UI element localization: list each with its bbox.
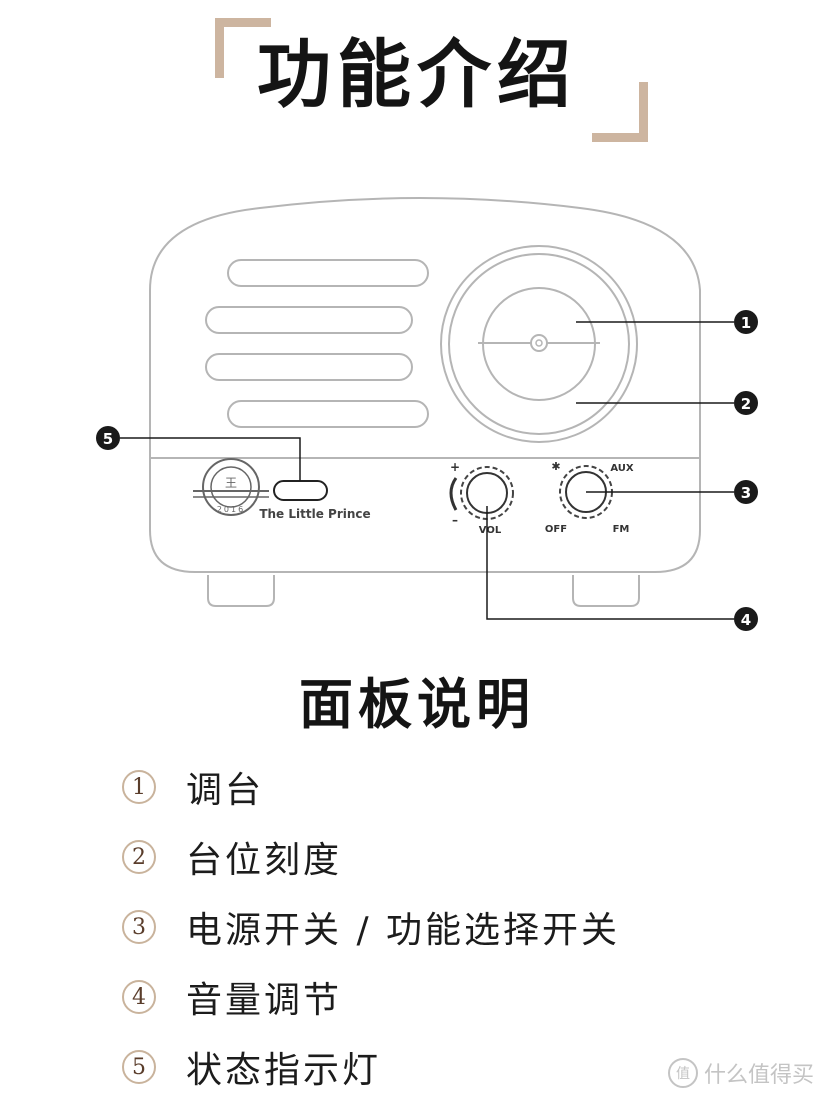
callout-marker-2: 2 — [734, 391, 758, 415]
legend-text: 音量调节 — [186, 980, 343, 1021]
svg-text:4: 4 — [741, 611, 751, 629]
volume-plus: + — [450, 460, 460, 474]
callout-line-4 — [486, 506, 734, 620]
legend-text: 状态指示灯 — [186, 1050, 382, 1091]
status-indicator-light — [273, 480, 328, 501]
logo-year: 2016 — [217, 505, 245, 514]
panel-legend: 1 调台 2 台位刻度 3 电源开关 / 功能选择开关 4 音量调节 5 状态指… — [122, 752, 742, 1102]
legend-number: 2 — [122, 840, 156, 874]
legend-text: 台位刻度 — [186, 840, 343, 881]
grille-slot — [205, 306, 413, 334]
volume-arc — [449, 477, 458, 511]
legend-text: 电源开关 / 功能选择开关 — [186, 910, 621, 951]
radio-foot-left — [207, 575, 275, 607]
svg-text:1: 1 — [741, 314, 751, 332]
brand-label: The Little Prince — [259, 507, 370, 521]
watermark-logo-icon: 值 — [667, 1058, 698, 1088]
volume-label: VOL — [479, 525, 502, 536]
volume-minus: – — [452, 513, 458, 527]
watermark-text: 什么值得买 — [703, 1063, 814, 1088]
legend-number: 3 — [122, 910, 156, 944]
watermark: 值 什么值得买 — [667, 1057, 814, 1089]
callout-marker-4: 4 — [734, 607, 758, 631]
legend-item: 5 状态指示灯 — [122, 1032, 742, 1102]
mode-fm-label: FM — [613, 524, 630, 535]
mode-off-label: OFF — [545, 524, 567, 535]
callout-line-5 — [120, 437, 301, 481]
title-bracket-bottom-right — [592, 82, 648, 142]
radio-body-outline — [149, 197, 701, 573]
bluetooth-icon: ✱ — [551, 460, 560, 473]
radio-foot-right — [572, 575, 640, 607]
grille-slot — [227, 400, 429, 428]
brand-logo: 王 2016 — [193, 458, 269, 516]
callout-marker-3: 3 — [734, 480, 758, 504]
dial-outer-ring — [440, 245, 638, 443]
logo-glyph: 王 — [225, 476, 237, 490]
dial-center — [530, 334, 548, 352]
title-bracket-top-left — [215, 18, 271, 78]
panel-section-title: 面板说明 — [299, 673, 535, 736]
legend-text: 调台 — [186, 770, 265, 811]
legend-item: 1 调台 — [122, 752, 742, 822]
svg-text:2: 2 — [741, 395, 751, 413]
svg-text:5: 5 — [103, 430, 113, 448]
legend-number: 1 — [122, 770, 156, 804]
callout-marker-1: 1 — [734, 310, 758, 334]
radio-diagram: 王 2016 The Little Prince + – VOL ✱ AUX O… — [96, 197, 758, 631]
legend-number: 4 — [122, 980, 156, 1014]
grille-slot — [227, 259, 429, 287]
svg-text:3: 3 — [741, 484, 751, 502]
legend-item: 4 音量调节 — [122, 962, 742, 1032]
callout-marker-5: 5 — [96, 426, 120, 450]
dial-ring — [448, 253, 630, 435]
legend-number: 5 — [122, 1050, 156, 1084]
grille-slot — [205, 353, 413, 381]
legend-item: 2 台位刻度 — [122, 822, 742, 892]
page-title: 功能介绍 — [257, 32, 577, 118]
mode-aux-label: AUX — [610, 463, 634, 474]
legend-item: 3 电源开关 / 功能选择开关 — [122, 892, 742, 962]
